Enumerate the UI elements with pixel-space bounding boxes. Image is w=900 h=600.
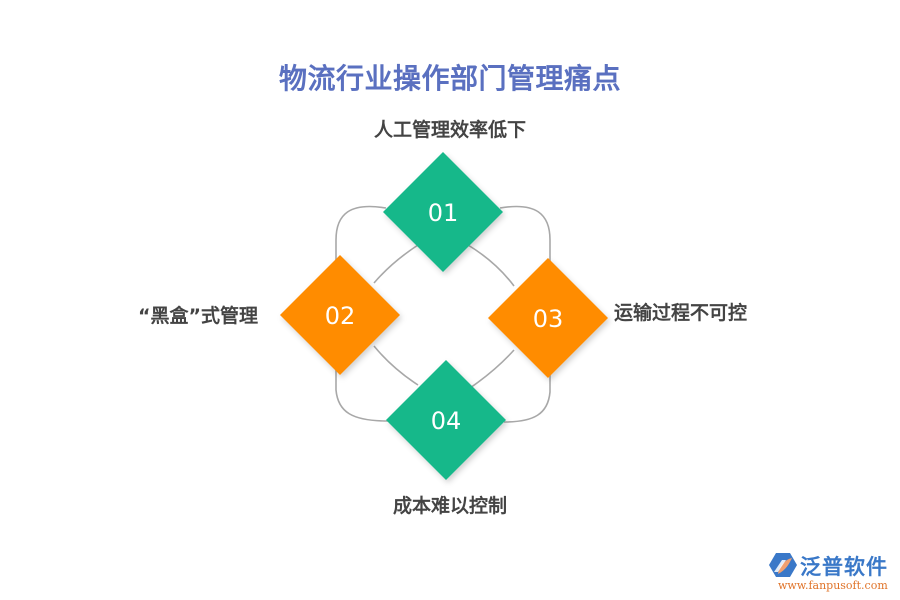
logo-url: www.fanpusoft.com [778, 579, 888, 592]
connector-01-02-outer [335, 205, 387, 268]
connector-01-02-inner [373, 244, 419, 284]
connector-02-04-inner [373, 345, 419, 386]
diagram-title: 物流行业操作部门管理痛点 [278, 62, 621, 95]
diamond-02 [280, 255, 400, 375]
diamond-04 [386, 360, 506, 480]
label-item-04: 成本难以控制 [392, 495, 507, 517]
diamond-03-number: 03 [533, 305, 564, 333]
label-item-03: 运输过程不可控 [614, 302, 748, 324]
connector-03-04-inner [469, 349, 515, 389]
connector-01-03-outer [499, 205, 551, 270]
logo-name: 泛普软件 [800, 555, 888, 579]
diamond-03 [488, 258, 608, 378]
connector-02-04-outer [335, 365, 389, 422]
diamond-01 [383, 152, 503, 272]
label-item-01: 人工管理效率低下 [373, 119, 526, 141]
inner-connectors [373, 244, 515, 389]
connector-03-04-outer [503, 368, 551, 423]
connector-01-03-inner [467, 244, 515, 287]
logo-hexagon-icon [769, 553, 797, 577]
label-item-02: “黑盒”式管理 [138, 305, 258, 327]
diamond-02-number: 02 [325, 302, 356, 330]
diamond-01-number: 01 [428, 199, 459, 227]
outer-connectors [335, 205, 551, 423]
brand-logo: 泛普软件 www.fanpusoft.com [766, 551, 896, 596]
diamond-04-number: 04 [431, 407, 462, 435]
